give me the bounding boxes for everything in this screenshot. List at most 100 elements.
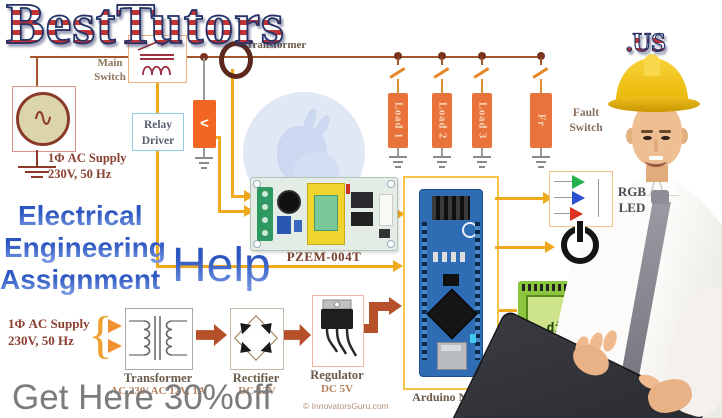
ground-icon <box>195 154 213 169</box>
wire-arrow-icon <box>545 241 555 253</box>
resistor-blue <box>294 220 302 232</box>
ct-wire-h <box>231 195 246 198</box>
hard-hat-ridge <box>644 54 660 76</box>
load-lead <box>481 79 483 93</box>
ac-supply-line2: 230V, 50 Hz <box>48 167 112 182</box>
relay-driver-line2: Driver <box>141 135 175 148</box>
wire-arrow-icon <box>543 192 553 204</box>
load-2-label: Load 2 <box>436 101 448 140</box>
ground-icon <box>18 163 56 178</box>
ground-icon <box>389 153 407 168</box>
brace: { <box>88 307 113 364</box>
ac-source-lead <box>36 57 38 86</box>
relay-contact-coil-icon <box>137 40 174 76</box>
ic-black <box>351 212 373 226</box>
sensor-ground-lead <box>203 148 205 157</box>
load-stub <box>397 58 399 65</box>
smd-leds <box>433 252 467 262</box>
switch-relay-wire <box>156 81 159 113</box>
power-icon <box>561 221 599 264</box>
junction-dot <box>200 53 208 61</box>
sine-symbol: ∿ <box>32 103 54 133</box>
switch-icon <box>473 67 490 79</box>
load-2: Load 2 <box>432 93 452 148</box>
load-3-label: Load 3 <box>476 101 488 140</box>
psu-regulator-box <box>312 295 364 367</box>
terminal-block <box>257 187 273 241</box>
rgb-label-line1: RGB <box>617 184 647 199</box>
ac-source-icon <box>12 86 76 152</box>
teeth <box>649 156 663 160</box>
rgb-wire <box>495 197 545 200</box>
psu-ac-line2: 230V, 50 Hz <box>8 332 74 348</box>
ground-icon <box>473 153 491 168</box>
ear-left <box>626 128 636 144</box>
psu-transformer-spec: AC 230/ AC 12V, 1A <box>110 385 206 397</box>
relay-driver-box: Relay Driver <box>132 113 184 151</box>
main-switch-line1: Main <box>97 57 123 69</box>
led-blue-icon <box>572 191 585 205</box>
wire-arrow-icon <box>393 260 403 272</box>
credit-text: © InnovatorsGuru.com <box>303 401 389 411</box>
fault-switch-label: Fault Switch <box>563 106 609 136</box>
arduino-board <box>419 189 483 377</box>
relay-driver-line1: Relay <box>143 119 173 131</box>
ac-supply-line1: 1Φ AC Supply <box>48 151 127 165</box>
ac-supply-label: 1Φ AC Supply 230V, 50 Hz <box>48 150 140 183</box>
psu-rectifier-name: Rectifier <box>232 371 280 385</box>
nose <box>654 139 658 152</box>
eye-right <box>661 136 670 140</box>
load-lead <box>540 79 542 93</box>
psu-transformer-box <box>125 308 193 370</box>
rgb-led-label: RGB LED <box>613 184 651 217</box>
fault-switch-icon <box>532 67 549 79</box>
ground-icon <box>532 153 550 168</box>
usb-connector <box>437 342 467 370</box>
sensor-wire-v <box>218 136 221 213</box>
pin-row-right <box>475 222 480 360</box>
eye-left <box>643 136 652 140</box>
promo-line3: Assignment <box>0 264 161 295</box>
input-arrow-icon <box>108 319 122 333</box>
load-3: Load 3 <box>472 93 492 148</box>
sensor-drop-wire <box>203 58 205 100</box>
capacitor <box>277 190 301 214</box>
wire-arrow-icon <box>395 208 405 220</box>
load-lead <box>397 79 399 93</box>
main-switch-box <box>128 35 187 83</box>
sine-wave-icon: ∿ <box>16 92 70 146</box>
reset-button <box>443 274 459 286</box>
switch-icon <box>389 67 406 79</box>
hard-hat-brim <box>608 96 700 112</box>
diode-bridge-icon <box>233 314 279 362</box>
pin-row-left <box>422 222 427 360</box>
fault-load-label: Fr <box>535 113 547 128</box>
pzem-module <box>250 177 398 251</box>
main-switch-line2: Switch <box>94 71 126 84</box>
junction-dot <box>537 52 545 60</box>
relay-signal-wire-v <box>156 150 159 267</box>
load-stub <box>540 58 542 65</box>
fault-switch-line1: Fault <box>572 107 600 119</box>
load-ground-lead <box>397 148 399 156</box>
current-transformer-icon <box>219 41 253 79</box>
flow-arrow-icon <box>196 324 227 346</box>
led-red-icon <box>570 207 583 221</box>
load-1: Load 1 <box>388 93 408 148</box>
sensor-symbol: < <box>200 115 209 132</box>
offer-text: Get Here 30%off <box>12 378 273 417</box>
power-path <box>369 302 378 333</box>
psu-regulator-name: Regulator <box>310 368 364 382</box>
mains-line <box>30 56 541 58</box>
wire-arrow-icon <box>244 190 254 202</box>
brand-title: BestTutors <box>5 0 285 57</box>
flow-arrow-icon <box>284 324 311 346</box>
relay-signal-wire-h <box>156 265 393 268</box>
rgb-label-line2: LED <box>618 200 646 216</box>
pzem-label: PZEM-004T <box>286 249 362 264</box>
pzem-button <box>379 229 390 238</box>
rgb-led-box <box>549 171 613 227</box>
load-stub <box>441 58 443 65</box>
lcd-wire <box>495 309 517 312</box>
